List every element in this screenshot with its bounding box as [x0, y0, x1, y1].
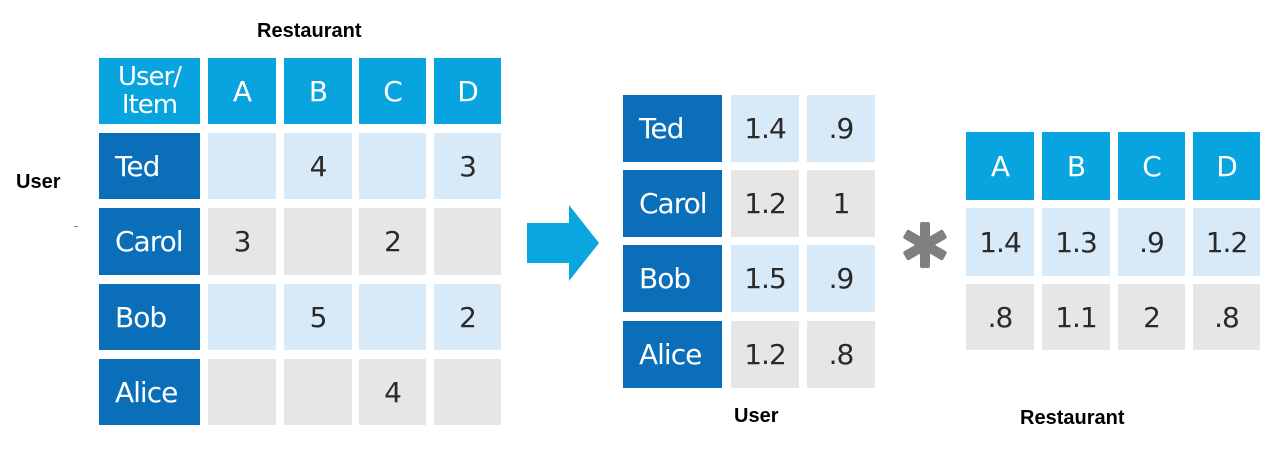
user-factor-row-bob: Bob — [623, 245, 722, 312]
rating-cell: 2 — [434, 284, 501, 350]
factor-cell: 1.1 — [1042, 284, 1110, 350]
rating-cell: 5 — [284, 284, 352, 350]
column-header-b: B — [284, 58, 352, 124]
restaurant-axis-label: Restaurant — [257, 20, 362, 42]
user-factor-row-ted: Ted — [623, 95, 722, 162]
restaurant-factor-header-a: A — [966, 132, 1034, 200]
factor-cell: .8 — [966, 284, 1034, 350]
rating-cell — [208, 359, 276, 425]
column-header-c: C — [359, 58, 426, 124]
corner-header-line2: Item — [121, 90, 178, 120]
right-arrow-icon — [527, 205, 599, 281]
user-axis-label: User — [16, 171, 61, 193]
factor-cell: 1 — [807, 170, 875, 237]
rating-cell — [208, 284, 276, 350]
restaurant-matrix-label: Restaurant — [1020, 407, 1125, 429]
divider-mark — [74, 226, 78, 227]
row-header-alice: Alice — [99, 359, 200, 425]
rating-cell: 2 — [359, 208, 426, 275]
column-header-d: D — [434, 58, 501, 124]
rating-cell — [208, 133, 276, 199]
rating-cell — [284, 359, 352, 425]
factor-cell: .9 — [807, 245, 875, 312]
restaurant-factor-header-c: C — [1118, 132, 1185, 200]
user-factor-row-carol: Carol — [623, 170, 722, 237]
corner-header: User/ Item — [99, 58, 200, 124]
rating-cell — [434, 208, 501, 275]
rating-cell — [434, 359, 501, 425]
factor-cell: .8 — [1193, 284, 1260, 350]
rating-cell: 3 — [208, 208, 276, 275]
factor-cell: .9 — [1118, 208, 1185, 276]
factor-cell: 1.2 — [1193, 208, 1260, 276]
factor-cell: 1.5 — [731, 245, 799, 312]
corner-header-line1: User/ — [117, 62, 182, 92]
factor-cell: .8 — [807, 321, 875, 388]
column-header-a: A — [208, 58, 276, 124]
rating-cell — [359, 133, 426, 199]
restaurant-factor-header-d: D — [1193, 132, 1260, 200]
restaurant-factor-header-b: B — [1042, 132, 1110, 200]
factor-cell: 1.3 — [1042, 208, 1110, 276]
factor-cell: 1.2 — [731, 321, 799, 388]
rating-cell: 3 — [434, 133, 501, 199]
user-factor-row-alice: Alice — [623, 321, 722, 388]
factor-cell: 1.4 — [966, 208, 1034, 276]
user-matrix-label: User — [734, 405, 779, 427]
row-header-bob: Bob — [99, 284, 200, 350]
factor-cell: .9 — [807, 95, 875, 162]
asterisk-icon — [903, 222, 947, 268]
rating-cell — [359, 284, 426, 350]
row-header-ted: Ted — [99, 133, 200, 199]
row-header-carol: Carol — [99, 208, 200, 275]
rating-cell: 4 — [359, 359, 426, 425]
factor-cell: 1.4 — [731, 95, 799, 162]
factor-cell: 2 — [1118, 284, 1185, 350]
rating-cell: 4 — [284, 133, 352, 199]
factor-cell: 1.2 — [731, 170, 799, 237]
rating-cell — [284, 208, 352, 275]
